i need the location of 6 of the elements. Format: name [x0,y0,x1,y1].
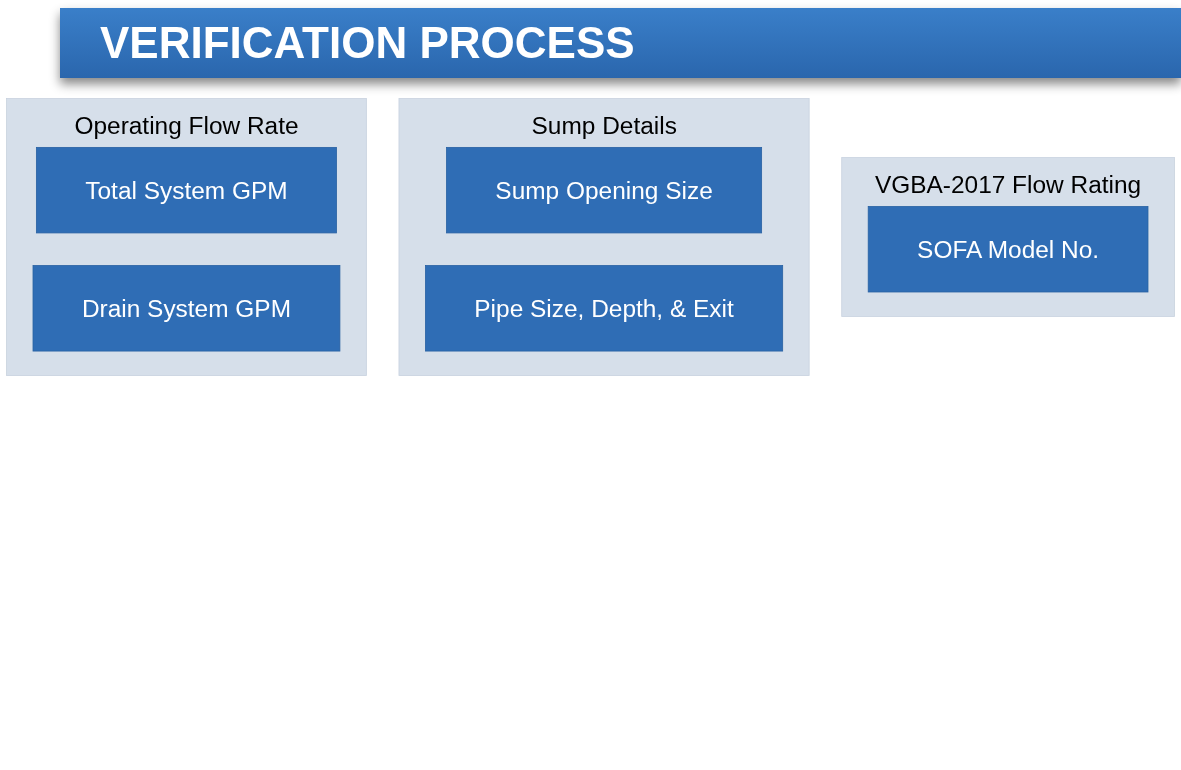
node-box: Drain System GPM [32,265,341,352]
node-box: Pipe Size, Depth, & Exit [425,265,784,352]
node-box: Total System GPM [36,147,337,234]
title-banner: VERIFICATION PROCESS [60,8,1181,78]
node-box: SOFA Model No. [867,206,1149,293]
node-box: Sump Opening Size [446,147,763,234]
